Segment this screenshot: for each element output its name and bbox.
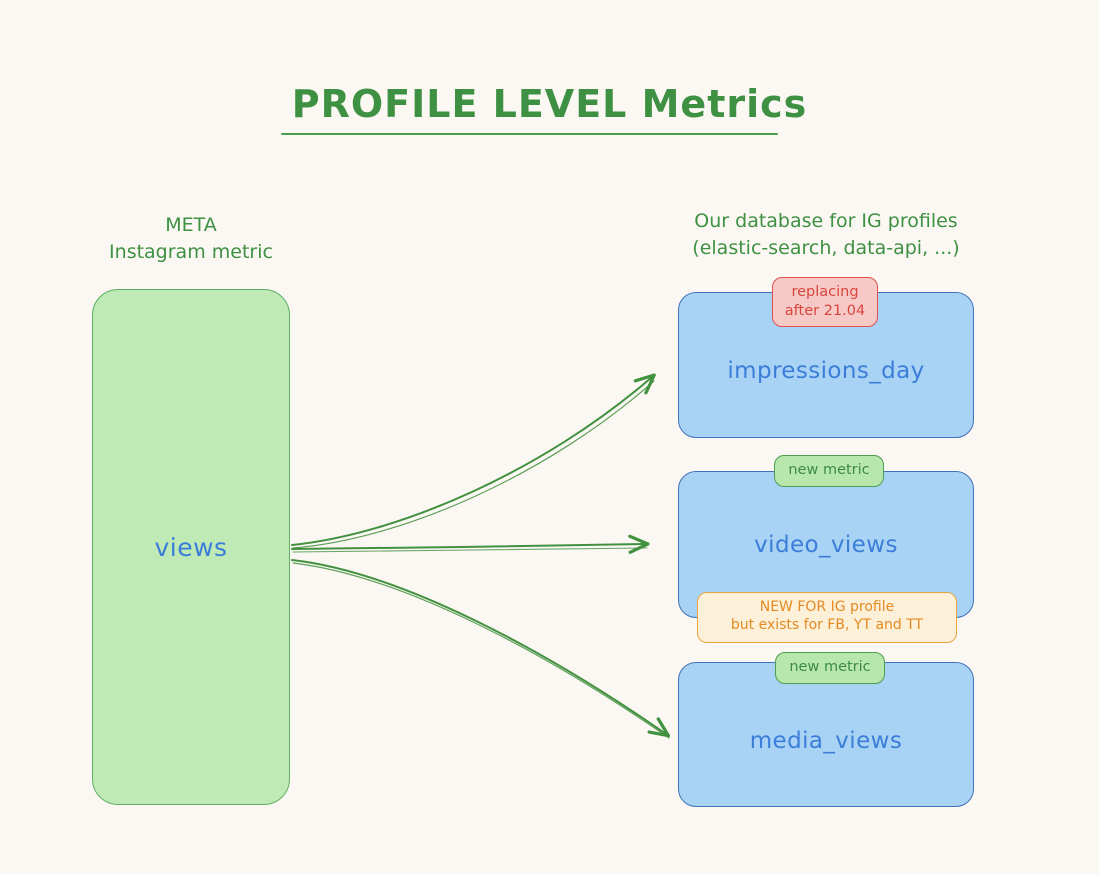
- status-badge-replacing-line1: replacing: [791, 284, 859, 300]
- target-metric-label: media_views: [749, 727, 903, 754]
- column-heading-left-line2: Instagram metric: [109, 241, 273, 263]
- arrow-views-to-video-views: [291, 534, 650, 554]
- target-metric-box-impressions-day[interactable]: impressions_day: [678, 292, 974, 438]
- title-underline: [281, 133, 778, 135]
- target-metric-label: impressions_day: [727, 358, 925, 384]
- column-heading-left: META Instagram metric: [60, 212, 322, 266]
- column-heading-left-line1: META: [165, 214, 217, 236]
- target-metric-box-media-views[interactable]: media_views: [678, 662, 974, 807]
- note-badge-video-views: NEW FOR IG profile but exists for FB, YT…: [697, 592, 957, 643]
- column-heading-right: Our database for IG profiles (elastic-se…: [640, 208, 1012, 262]
- column-heading-right-line1: Our database for IG profiles: [694, 210, 958, 232]
- page-title: PROFILE LEVEL Metrics: [291, 82, 808, 126]
- note-badge-line2: but exists for FB, YT and TT: [730, 616, 924, 633]
- source-metric-box-views[interactable]: views: [92, 289, 290, 805]
- source-metric-label: views: [154, 532, 228, 562]
- column-heading-right-line2: (elastic-search, data-api, ...): [692, 237, 960, 259]
- arrow-views-to-impressions-day-sketch: [292, 380, 655, 549]
- status-badge-replacing: replacing after 21.04: [772, 277, 878, 328]
- arrow-views-to-video-views-sketch: [292, 547, 648, 553]
- target-metric-label: video_views: [754, 531, 898, 558]
- status-badge-new-metric-label: new metric: [789, 659, 871, 675]
- arrow-views-to-media-views-sketch: [292, 562, 670, 739]
- arrow-views-to-impressions-day: [291, 373, 656, 546]
- arrow-views-to-media-views: [291, 559, 671, 738]
- status-badge-new-metric-video-views: new metric: [774, 455, 884, 487]
- note-badge-line1: NEW FOR IG profile: [759, 599, 895, 615]
- status-badge-new-metric-label: new metric: [788, 462, 870, 478]
- status-badge-new-metric-media-views: new metric: [775, 652, 885, 684]
- status-badge-replacing-line2: after 21.04: [784, 302, 866, 319]
